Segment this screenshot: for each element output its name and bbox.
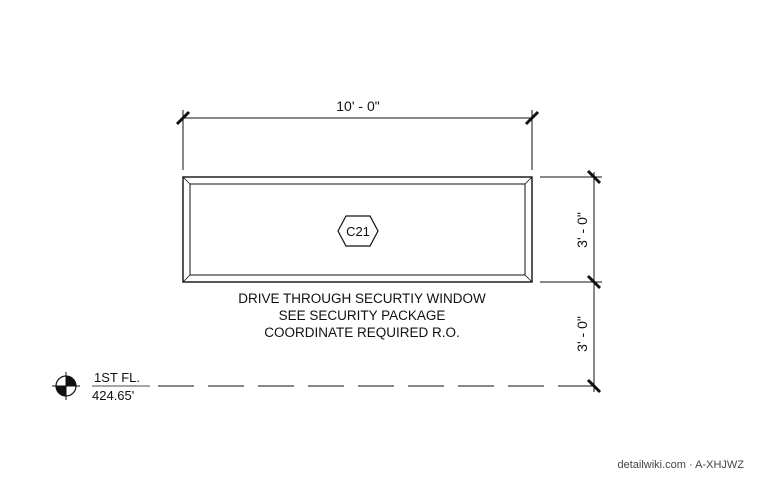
window-note: DRIVE THROUGH SECURTIY WINDOW SEE SECURI… <box>238 291 486 340</box>
level-marker: 1ST FL. 424.65' <box>52 370 150 403</box>
lower-height-label: 3' - 0" <box>574 316 590 352</box>
watermark: detailwiki.com · A-XHJWZ <box>617 459 744 471</box>
frame-corner-bl <box>182 274 191 283</box>
window-tag: C21 <box>337 215 379 247</box>
height-dimensions: 3' - 0" 3' - 0" <box>540 169 602 394</box>
frame-corner-br <box>524 274 533 283</box>
width-tick-right <box>524 110 540 126</box>
width-dimension-label: 10' - 0" <box>336 98 379 114</box>
level-elevation: 424.65' <box>92 388 134 403</box>
upper-height-label: 3' - 0" <box>574 212 590 248</box>
window-tag-label: C21 <box>346 224 370 239</box>
note-line-3: COORDINATE REQUIRED R.O. <box>264 325 460 340</box>
window-inner-frame <box>189 183 526 276</box>
width-tick-left <box>175 110 191 126</box>
height-tick-mid <box>586 274 602 290</box>
window-opening <box>182 176 533 283</box>
width-dimension: 10' - 0" <box>175 98 540 170</box>
frame-corner-tr <box>524 176 533 185</box>
height-tick-top <box>586 169 602 185</box>
window-tag-hexagon <box>337 215 379 247</box>
note-line-2: SEE SECURITY PACKAGE <box>279 308 446 323</box>
level-datum-fill-2 <box>56 386 66 396</box>
frame-corner-tl <box>182 176 191 185</box>
level-name: 1ST FL. <box>94 370 140 385</box>
level-datum-fill-1 <box>66 376 76 386</box>
note-line-1: DRIVE THROUGH SECURTIY WINDOW <box>238 291 486 306</box>
window-outer-frame <box>182 176 533 283</box>
